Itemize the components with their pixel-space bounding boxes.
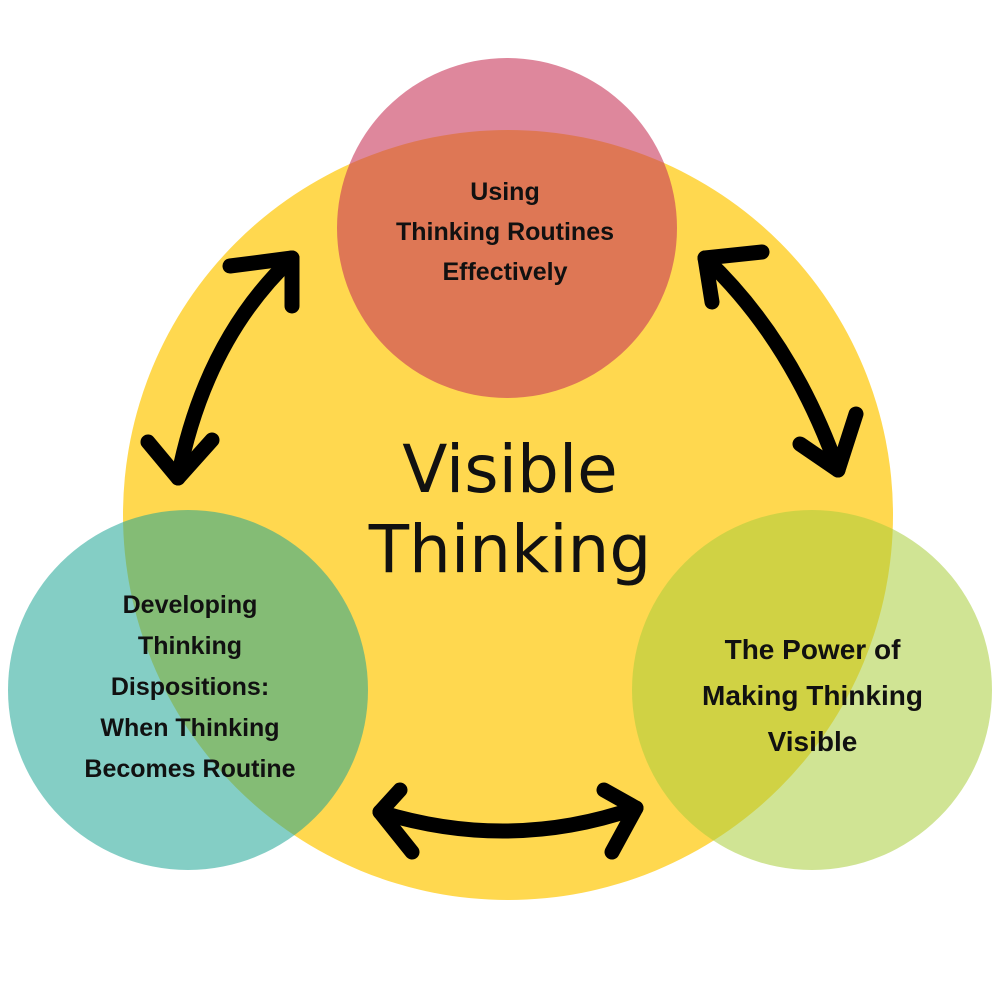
arrow-top-left — [140, 250, 300, 486]
left-node-line-5: Becomes Routine — [84, 755, 296, 783]
center-title-line-2: Thinking — [368, 511, 652, 588]
arrow-top-right — [697, 244, 864, 478]
top-node-line-3: Effectively — [442, 258, 568, 286]
left-circle — [8, 510, 368, 870]
center-title: Visible Thinking — [300, 430, 720, 590]
top-node-line-1: Using — [470, 178, 540, 206]
top-node-label: Using Thinking Routines Effectively — [355, 172, 655, 292]
left-node-line-1: Developing — [122, 591, 258, 619]
center-title-line-1: Visible — [402, 431, 618, 508]
right-node-line-1: The Power of — [724, 634, 901, 665]
right-node-line-3: Visible — [767, 726, 858, 757]
right-node-line-2: Making Thinking — [702, 680, 923, 711]
arrow-bottom — [372, 782, 644, 860]
top-circle — [337, 58, 677, 398]
top-node-line-2: Thinking Routines — [395, 218, 615, 246]
left-node-line-3: Dispositions: — [110, 673, 270, 701]
left-node-line-2: Thinking — [137, 632, 243, 660]
left-node-label: Developing Thinking Dispositions: When T… — [45, 585, 335, 790]
right-circle — [632, 510, 992, 870]
right-node-label: The Power of Making Thinking Visible — [665, 627, 960, 765]
left-node-line-4: When Thinking — [100, 714, 280, 742]
